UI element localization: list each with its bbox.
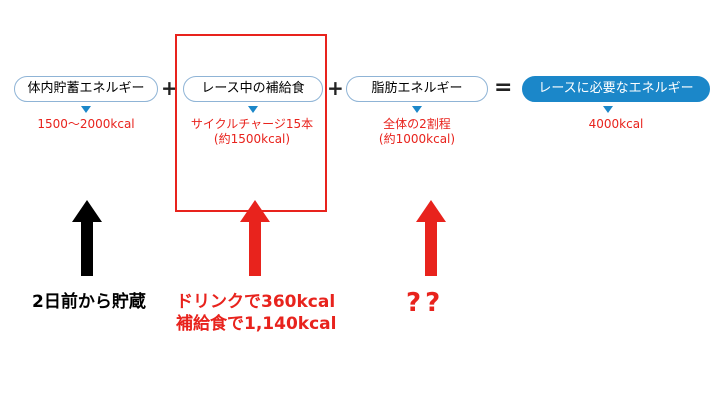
race-food-label: レース中の補給食: [201, 81, 305, 96]
race-food-pointer: [248, 106, 258, 113]
required-energy-box: レースに必要なエネルギー: [522, 76, 710, 102]
stored-energy-pointer: [81, 106, 91, 113]
race-food-box: レース中の補給食: [183, 76, 323, 102]
required-energy-pointer: [603, 106, 613, 113]
required-energy-value: 4000kcal: [522, 117, 710, 132]
supply-note-line-1: ドリンクで360kcal: [176, 292, 336, 312]
supply-note: ドリンクで360kcal 補給食で1,140kcal: [176, 291, 336, 335]
stored-energy-box: 体内貯蓄エネルギー: [14, 76, 158, 102]
plus-operator-1: +: [161, 76, 178, 100]
race-food-value-line-2: (約1500kcal): [213, 132, 291, 146]
fat-energy-value-line-1: 全体の2割程: [383, 117, 451, 131]
fat-energy-label: 脂肪エネルギー: [371, 81, 463, 96]
red-up-arrow-2: [416, 200, 446, 276]
supply-note-line-2: 補給食で1,140kcal: [176, 314, 337, 334]
fat-energy-pointer: [412, 106, 422, 113]
black-up-arrow: [72, 200, 102, 276]
stored-energy-label: 体内貯蓄エネルギー: [27, 81, 145, 96]
required-energy-label: レースに必要なエネルギー: [538, 81, 694, 96]
fat-energy-value: 全体の2割程 (約1000kcal): [346, 117, 488, 147]
race-food-value: サイクルチャージ15本 (約1500kcal): [177, 117, 327, 147]
fat-energy-box: 脂肪エネルギー: [346, 76, 488, 102]
unknown-note: ??: [406, 288, 445, 318]
required-energy-value-line: 4000kcal: [588, 117, 644, 131]
fat-energy-value-line-2: (約1000kcal): [378, 132, 456, 146]
stored-note: 2日前から貯蔵: [32, 292, 146, 312]
race-food-value-line-1: サイクルチャージ15本: [190, 117, 314, 131]
equals-operator: =: [494, 75, 513, 100]
red-up-arrow-1: [240, 200, 270, 276]
stored-energy-value: 1500〜2000kcal: [14, 117, 158, 132]
plus-operator-2: +: [327, 76, 344, 100]
stored-energy-value-line: 1500〜2000kcal: [37, 117, 135, 131]
